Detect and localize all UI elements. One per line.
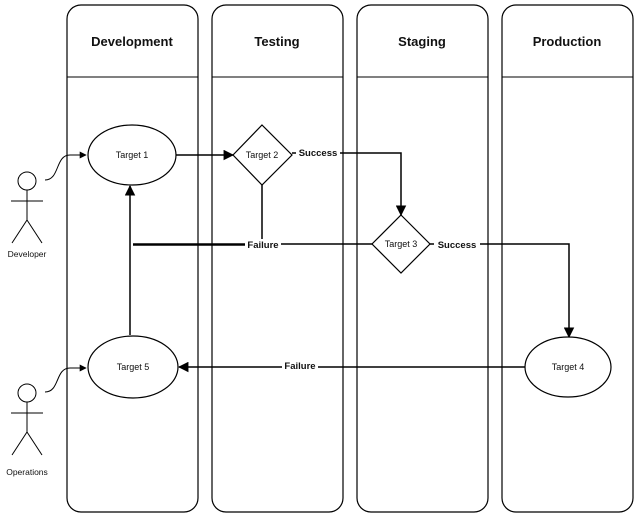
edge-label-success-2: Success xyxy=(434,239,480,251)
lane-development: Development xyxy=(66,4,199,513)
svg-text:Target 1: Target 1 xyxy=(116,150,149,160)
edge-operations-to-target5 xyxy=(44,364,87,393)
edge-label-failure-1: Failure xyxy=(245,239,281,251)
node-target-2: Target 2 xyxy=(232,124,293,186)
lane-title-testing: Testing xyxy=(254,34,299,49)
node-target-3: Target 3 xyxy=(371,214,431,274)
svg-text:Failure: Failure xyxy=(247,240,278,251)
lane-title-staging: Staging xyxy=(398,34,446,49)
person-icon xyxy=(11,383,43,456)
svg-text:Target 4: Target 4 xyxy=(552,362,585,372)
lane-production: Production xyxy=(501,4,634,513)
svg-text:Success: Success xyxy=(299,148,338,159)
actor-label-operations: Operations xyxy=(6,467,48,477)
actor-developer: Developer xyxy=(8,171,47,259)
svg-text:Success: Success xyxy=(438,240,477,251)
lane-title-development: Development xyxy=(91,34,173,49)
node-target-5: Target 5 xyxy=(87,335,179,399)
edge-developer-to-target1 xyxy=(44,151,87,181)
lane-title-production: Production xyxy=(533,34,602,49)
actor-operations: Operations xyxy=(6,383,48,477)
svg-text:Target 5: Target 5 xyxy=(117,362,150,372)
svg-text:Target 2: Target 2 xyxy=(246,150,279,160)
lane-staging: Staging xyxy=(356,4,489,513)
edge-label-success-1: Success xyxy=(296,147,340,159)
person-icon xyxy=(11,171,43,244)
node-target-4: Target 4 xyxy=(524,336,612,398)
edge-label-failure-2: Failure xyxy=(282,360,318,372)
lane-testing: Testing xyxy=(211,4,344,513)
actor-label-developer: Developer xyxy=(8,249,47,259)
node-target-1: Target 1 xyxy=(87,124,177,186)
svg-text:Failure: Failure xyxy=(284,361,315,372)
svg-text:Target 3: Target 3 xyxy=(385,239,418,249)
